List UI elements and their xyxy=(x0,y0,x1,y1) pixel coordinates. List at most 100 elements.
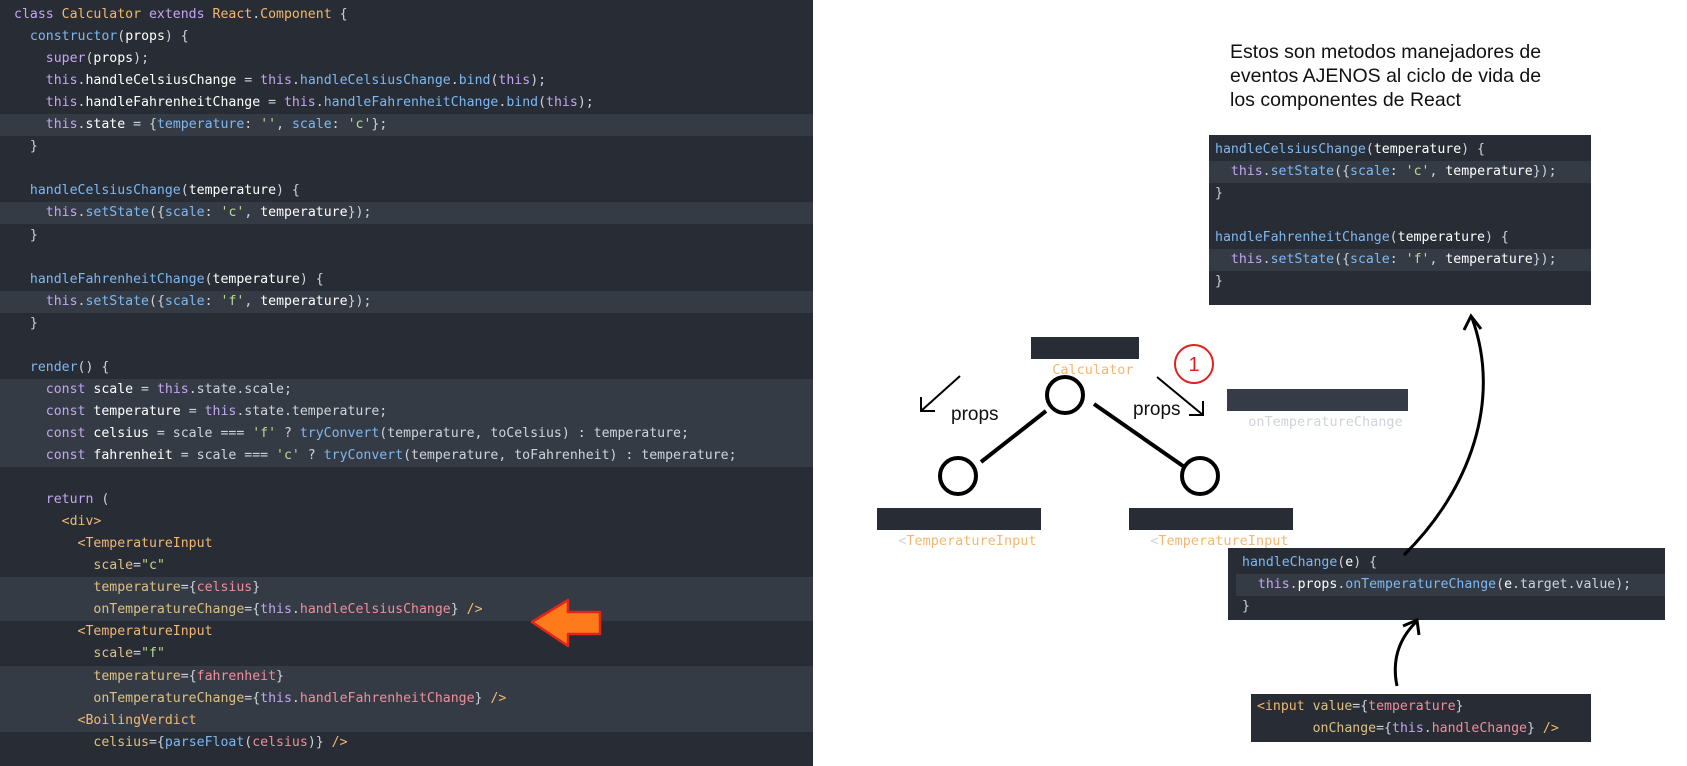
annotation-line-2: eventos AJENOS al ciclo de vida de xyxy=(1230,65,1542,87)
code-token: = xyxy=(260,95,284,111)
code-token: } xyxy=(276,668,284,684)
code-token: } xyxy=(14,227,38,243)
code-token: this xyxy=(260,602,292,618)
code-token xyxy=(1257,721,1313,736)
code-token: () { xyxy=(77,359,110,375)
code-token: } xyxy=(1527,721,1543,736)
code-line: <BoilingVerdict xyxy=(0,709,813,732)
code-line: super(props); xyxy=(0,48,813,70)
code-token: temperature xyxy=(260,293,348,309)
code-token: Calculator xyxy=(61,7,149,22)
code-token xyxy=(14,183,30,198)
code-token: .target.value); xyxy=(1512,577,1632,592)
code-token xyxy=(14,492,46,507)
code-token: this xyxy=(498,73,531,89)
code-token xyxy=(14,117,46,132)
code-token: handleCelsiusChange xyxy=(85,73,237,89)
code-token: temperature xyxy=(156,117,245,133)
code-line xyxy=(0,335,813,357)
code-line: handleCelsiusChange(temperature) { xyxy=(1209,139,1591,161)
code-token: constructor xyxy=(29,29,118,45)
code-token: temperature xyxy=(1373,142,1462,157)
code-token: props xyxy=(125,29,165,45)
code-token: . xyxy=(291,602,300,618)
code-line: const scale = this.state.scale; xyxy=(0,378,813,401)
code-token: this xyxy=(283,95,316,111)
code-token xyxy=(14,360,30,375)
code-token: props xyxy=(93,51,134,67)
edge-label-props-right: props xyxy=(1133,399,1181,420)
code-token: ={ xyxy=(180,580,197,596)
code-token: } xyxy=(1455,699,1464,714)
code-token: tryConvert xyxy=(299,425,380,441)
code-token: ( xyxy=(490,73,499,89)
code-token: . xyxy=(1262,252,1271,267)
code-line: class Calculator extends React.Component… xyxy=(0,4,813,26)
code-line: this.handleFahrenheitChange = this.handl… xyxy=(0,92,813,114)
calculator-node-label: Calculator xyxy=(1031,337,1139,378)
code-token: temperature xyxy=(93,580,181,596)
code-token: scale xyxy=(93,381,134,397)
code-token: ={ xyxy=(244,602,261,618)
code-line: this.handleCelsiusChange = this.handleCe… xyxy=(0,70,813,92)
code-token: ( xyxy=(538,95,547,111)
code-token: handleFahrenheitChange xyxy=(29,271,205,287)
code-token: ( xyxy=(1365,142,1374,157)
code-token: ) { xyxy=(1461,142,1485,157)
code-token: ( xyxy=(180,183,189,199)
code-token: . xyxy=(291,690,300,706)
code-token: . xyxy=(450,73,459,89)
code-token: } xyxy=(450,602,467,618)
code-token: class xyxy=(14,7,62,22)
code-token: } xyxy=(1215,186,1223,201)
code-token: bind xyxy=(506,95,539,111)
code-token: '' xyxy=(260,117,277,133)
code-token: .state.scale; xyxy=(188,381,292,397)
code-token xyxy=(14,558,93,573)
code-token: (temperature, toFahrenheit) : temperatur… xyxy=(403,448,737,463)
code-token: 'f' xyxy=(1405,252,1430,267)
left-temperature-input-label: <TemperatureInput xyxy=(877,508,1042,549)
code-token: this xyxy=(204,403,237,419)
code-token: this xyxy=(156,381,189,397)
code-token: .state.temperature; xyxy=(236,403,388,419)
code-line: this.state = {temperature: '', scale: 'c… xyxy=(0,114,813,137)
code-token: this xyxy=(260,73,292,89)
code-token: } xyxy=(14,315,38,331)
code-token: const xyxy=(45,425,94,441)
code-token: scale xyxy=(93,558,134,574)
code-token: = scale === xyxy=(148,425,253,441)
code-token: . xyxy=(77,117,86,133)
code-token: : xyxy=(204,205,221,221)
code-token xyxy=(14,448,46,463)
code-token: /> xyxy=(466,602,483,618)
code-line: const temperature = this.state.temperatu… xyxy=(0,400,813,423)
code-token xyxy=(14,646,93,661)
code-token: ( xyxy=(101,492,110,508)
code-token xyxy=(14,514,62,529)
code-token: : xyxy=(331,117,348,133)
code-token xyxy=(14,51,46,66)
code-token: parseFloat xyxy=(164,734,245,750)
tag-open-bracket: < xyxy=(1150,533,1159,549)
code-token: celsius xyxy=(93,425,149,441)
code-token: , xyxy=(276,117,292,133)
code-token: ) { xyxy=(1484,230,1509,245)
code-token: e xyxy=(1504,577,1513,592)
node-calculator xyxy=(1045,375,1085,415)
step-badge-circle xyxy=(1174,344,1214,384)
code-token: state xyxy=(85,117,126,133)
code-token: . xyxy=(77,205,86,221)
code-token xyxy=(14,29,30,44)
code-token: }); xyxy=(1532,252,1557,267)
code-token: <input xyxy=(1257,699,1313,714)
annotation-text: Estos son metodos manejadores de eventos… xyxy=(1230,40,1590,112)
code-token: this xyxy=(1392,721,1424,736)
code-token xyxy=(14,426,46,441)
code-line: celsius={parseFloat(celsius)} /> xyxy=(0,732,813,754)
code-token: setState xyxy=(85,293,150,309)
code-editor[interactable]: class Calculator extends React.Component… xyxy=(0,0,813,766)
code-token: temperature xyxy=(260,205,348,221)
code-token: ={ xyxy=(1352,699,1369,714)
code-line: this.setState({scale: 'f', temperature})… xyxy=(1209,249,1591,271)
